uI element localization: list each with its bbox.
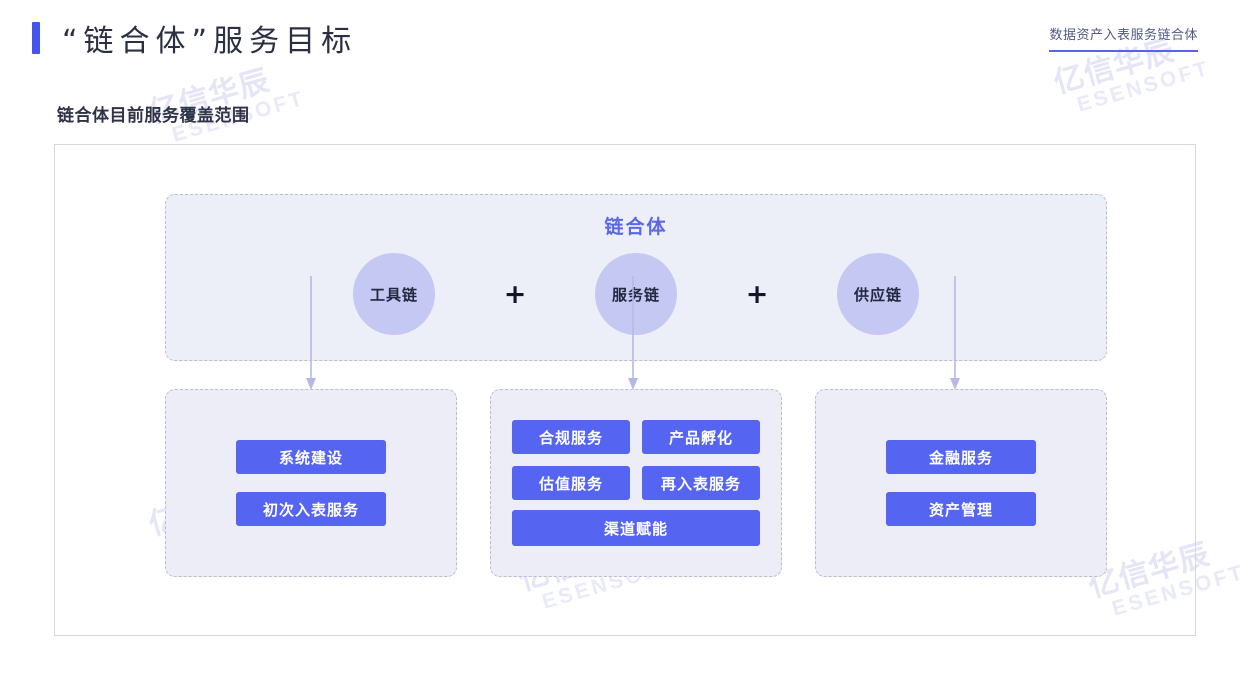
connector-arrow-tools [306,276,316,390]
service-pill-system-build[interactable]: 系统建设 [236,440,386,474]
watermark-en: ESENSOFT [1074,56,1213,117]
chain-node-supply[interactable]: 供应链 [837,253,919,335]
service-pill-re-listing[interactable]: 再入表服务 [642,466,760,500]
chain-node-services[interactable]: 服务链 [595,253,677,335]
chain-node-label: 供应链 [853,286,902,304]
page-title: “链合体”服务目标 [62,24,358,59]
section-subtitle: 链合体目前服务覆盖范围 [57,106,250,125]
services-pill-stack: 合规服务 产品孵化 估值服务 再入表服务 渠道赋能 [512,420,760,546]
service-pill-compliance[interactable]: 合规服务 [512,420,630,454]
services-panel: 合规服务 产品孵化 估值服务 再入表服务 渠道赋能 [490,389,782,577]
chain-node-tools[interactable]: 工具链 [353,253,435,335]
service-pill-valuation[interactable]: 估值服务 [512,466,630,500]
service-pill-asset-management[interactable]: 资产管理 [886,492,1036,526]
supply-panel: 金融服务 资产管理 [815,389,1107,577]
plus-operator-1: + [503,278,527,310]
service-pill-product-incubation[interactable]: 产品孵化 [642,420,760,454]
page-header: “链合体”服务目标 [32,16,357,60]
services-pill-grid: 合规服务 产品孵化 估值服务 再入表服务 [512,420,760,500]
connector-arrow-supply [950,276,960,390]
connector-arrow-services [628,276,638,390]
chain-node-row: 工具链 + 服务链 + 供应链 [166,252,1106,336]
service-pill-channel-empowerment[interactable]: 渠道赋能 [512,510,760,546]
corner-tag-underline [1049,50,1198,52]
chain-group-panel: 链合体 工具链 + 服务链 + 供应链 [165,194,1107,361]
chain-node-label: 服务链 [611,286,660,304]
chain-group-title: 链合体 [604,217,668,238]
corner-tag: 数据资产入表服务链合体 [1049,24,1198,52]
service-pill-first-listing[interactable]: 初次入表服务 [236,492,386,526]
tools-panel: 系统建设 初次入表服务 [165,389,457,577]
chain-node-label: 工具链 [369,286,418,304]
title-accent-bar [32,22,40,54]
plus-operator-2: + [745,278,769,310]
service-pill-financial-service[interactable]: 金融服务 [886,440,1036,474]
corner-tag-label: 数据资产入表服务链合体 [1049,27,1198,42]
diagram-frame: 链合体 工具链 + 服务链 + 供应链 [54,144,1196,636]
service-panels-row: 系统建设 初次入表服务 合规服务 产品孵化 估值服务 再入表服务 渠道赋能 金融… [165,389,1107,577]
